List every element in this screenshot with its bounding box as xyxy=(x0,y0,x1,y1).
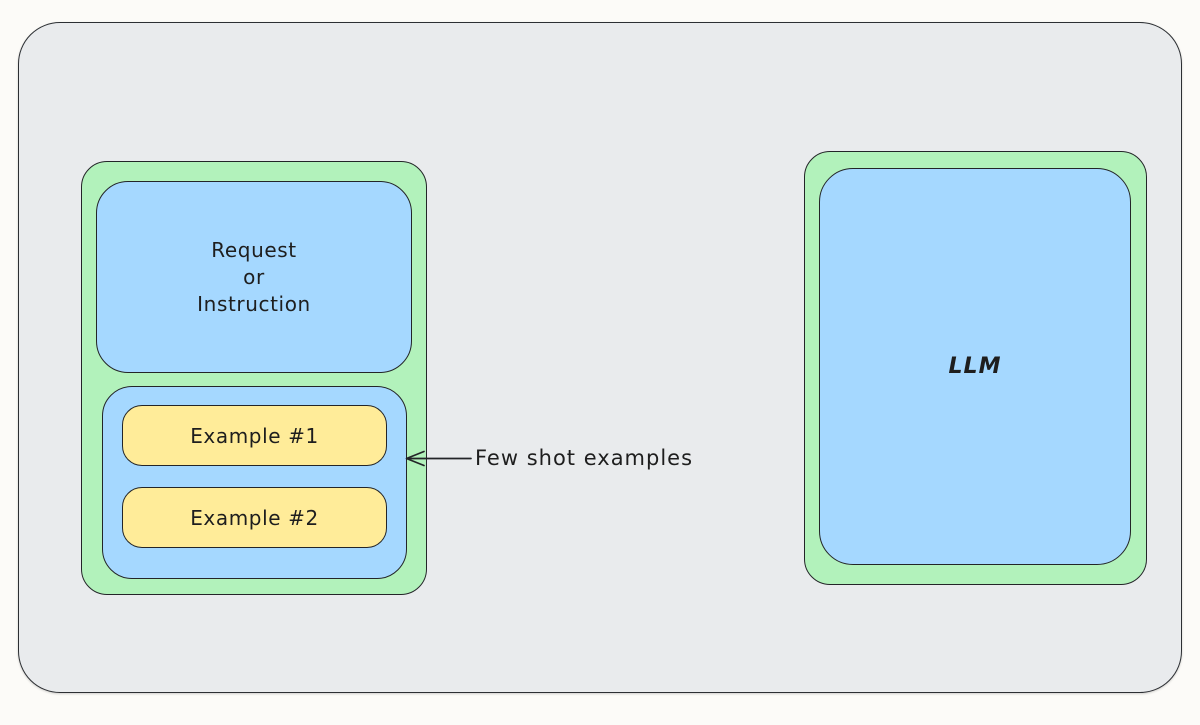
llm-label: LLM xyxy=(948,354,1002,379)
few-shot-annotation-label: Few shot examples xyxy=(475,446,694,470)
request-line-1: Request xyxy=(211,237,297,262)
request-line-2: or xyxy=(243,264,265,289)
few-shot-arrow-icon xyxy=(405,450,472,467)
example-1-box: Example #1 xyxy=(122,405,387,466)
request-box-label: Request or Instruction xyxy=(197,237,311,318)
diagram-canvas: Request or Instruction Example #1 Exampl… xyxy=(18,22,1182,693)
request-box: Request or Instruction xyxy=(96,181,412,373)
example-1-label: Example #1 xyxy=(190,423,319,448)
request-line-3: Instruction xyxy=(197,291,311,316)
example-2-label: Example #2 xyxy=(190,505,319,530)
example-2-box: Example #2 xyxy=(122,487,387,548)
llm-box: LLM xyxy=(819,168,1131,565)
